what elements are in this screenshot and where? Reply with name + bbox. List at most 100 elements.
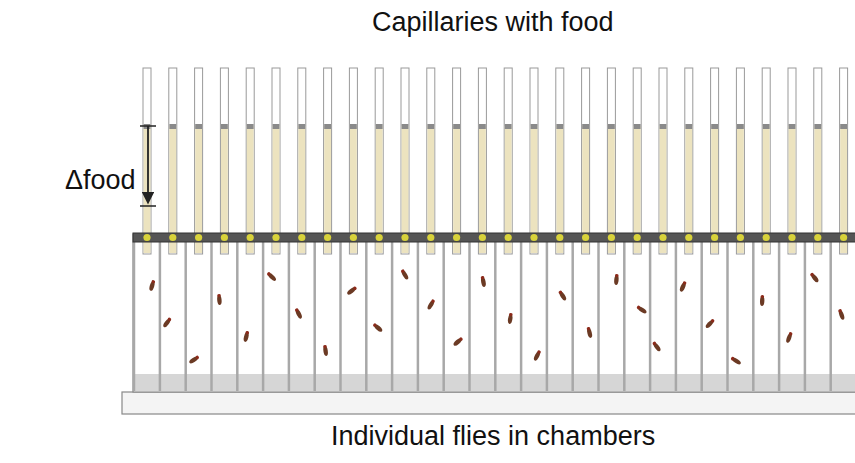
fly (785, 332, 793, 344)
seal-dot (298, 234, 305, 241)
capillary-tube (478, 68, 486, 254)
chamber-divider (210, 242, 213, 391)
capillary-tube (195, 68, 203, 254)
capillary-tube (272, 68, 280, 254)
chamber-divider (649, 242, 652, 391)
capillary-tube (375, 68, 383, 254)
fly (323, 345, 329, 357)
seal-dot (634, 234, 641, 241)
meniscus (634, 124, 641, 129)
capillary-tube (324, 68, 332, 254)
meniscus (711, 124, 718, 129)
chamber-divider (442, 242, 445, 391)
chamber-divider (700, 242, 703, 391)
seal-dot (840, 234, 847, 241)
seal-dot (788, 234, 795, 241)
fly (426, 299, 435, 311)
chamber-divider (391, 242, 394, 391)
chamber-divider (417, 242, 420, 391)
chamber-divider (494, 242, 497, 391)
chamber-divider (520, 242, 523, 391)
capillary-tube (530, 68, 538, 254)
seal-dot (272, 234, 279, 241)
meniscus (479, 124, 486, 129)
fly (266, 271, 277, 282)
fly (837, 309, 845, 321)
meniscus (556, 124, 563, 129)
meniscus (531, 124, 538, 129)
meniscus (195, 124, 202, 129)
fly (217, 294, 222, 305)
fly (760, 295, 765, 306)
capillary-tube (711, 68, 719, 254)
seal-dot (479, 234, 486, 241)
capillary-tube (814, 68, 822, 254)
fly (507, 313, 513, 325)
capillary-tube (401, 68, 409, 254)
seal-dot (711, 234, 718, 241)
figure-caption: Individual flies in chambers (331, 422, 655, 452)
fly (705, 318, 716, 329)
chamber-divider (184, 242, 187, 391)
chamber-divider (623, 242, 626, 391)
fly (148, 280, 155, 292)
capillary-tube (169, 68, 177, 254)
meniscus (840, 124, 847, 129)
seal-dot (814, 234, 821, 241)
capillary-tube (788, 68, 796, 254)
seal-dot (659, 234, 666, 241)
meniscus (814, 124, 821, 129)
seal-dot (737, 234, 744, 241)
chamber-divider (159, 242, 162, 391)
meniscus (221, 124, 228, 129)
seal-dot (350, 234, 357, 241)
chamber-divider (262, 242, 265, 391)
fly (346, 286, 357, 296)
seal-dot (763, 234, 770, 241)
capillary-tube (220, 68, 228, 254)
fly (480, 276, 486, 288)
fly (679, 281, 688, 293)
fly (452, 336, 463, 347)
seal-dot (530, 234, 537, 241)
seal-dot (401, 234, 408, 241)
chamber-divider (778, 242, 781, 391)
chamber-frame (133, 234, 855, 392)
fly (558, 290, 568, 302)
capillary-tube (298, 68, 306, 254)
meniscus (427, 124, 434, 129)
capillary-tube (504, 68, 512, 254)
seal-dot (427, 234, 434, 241)
meniscus (298, 124, 305, 129)
fly (294, 308, 303, 320)
fly (188, 355, 200, 365)
chamber-divider (313, 242, 316, 391)
capillary-tube (349, 68, 357, 254)
seal-dot (324, 234, 331, 241)
fly (652, 341, 662, 353)
meniscus (685, 124, 692, 129)
chamber-divider (546, 242, 549, 391)
meniscus (247, 124, 254, 129)
seal-dot (582, 234, 589, 241)
fly (533, 350, 542, 362)
seal-dot (376, 234, 383, 241)
chamber-divider (133, 242, 136, 391)
fly (730, 356, 742, 366)
chamber-divider (829, 242, 832, 391)
capillary-tube (607, 68, 615, 254)
chamber-divider (288, 242, 291, 391)
chamber-divider (752, 242, 755, 391)
meniscus (737, 124, 744, 129)
capillary-tube (685, 68, 693, 254)
capillary-tube (556, 68, 564, 254)
fly (372, 322, 383, 333)
meniscus (582, 124, 589, 129)
seal-dot (195, 234, 202, 241)
meniscus (350, 124, 357, 129)
chamber-divider (726, 242, 729, 391)
base-plate (122, 392, 855, 414)
seal-dot (556, 234, 563, 241)
chamber-divider (804, 242, 807, 391)
